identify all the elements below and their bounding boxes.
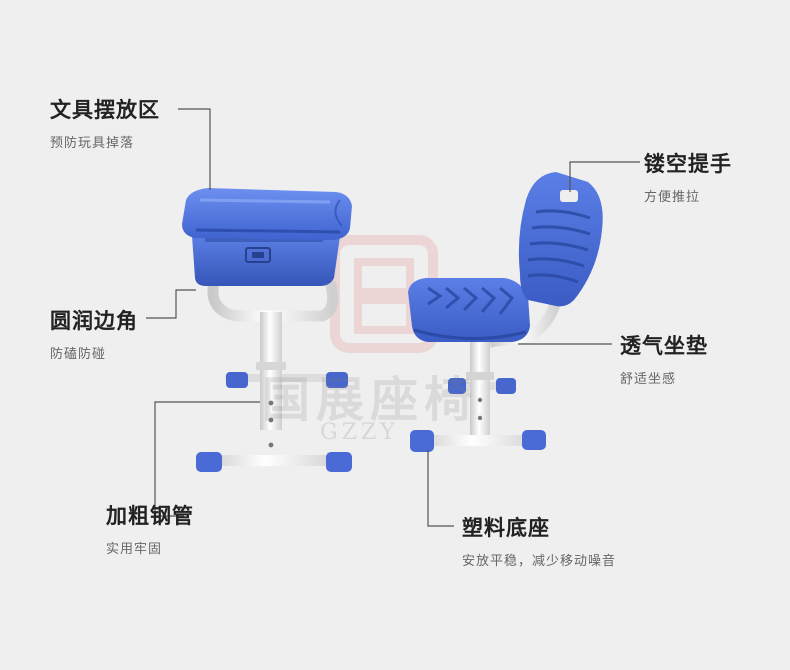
callout-handle-title: 镂空提手 (644, 152, 732, 176)
hollow-handle (560, 190, 578, 202)
callout-seat: 透气坐垫 舒适坐感 (620, 330, 708, 387)
callout-tray-title: 文具摆放区 (50, 98, 160, 122)
callout-seat-subtitle: 舒适坐感 (620, 372, 677, 387)
callout-handle-subtitle: 方便推拉 (644, 190, 701, 205)
callout-corner: 圆润边角 防磕防碰 (50, 305, 138, 362)
callout-pipe-title: 加粗钢管 (106, 504, 194, 528)
watermark-brand: 国展座椅 (262, 372, 479, 428)
callout-corner-title: 圆润边角 (50, 309, 138, 333)
callout-pipe-subtitle: 实用牢固 (106, 542, 163, 557)
callout-leaders (146, 108, 640, 527)
callout-seat-title: 透气坐垫 (620, 334, 708, 358)
callout-corner-subtitle: 防磕防碰 (50, 347, 107, 362)
callout-pipe: 加粗钢管 实用牢固 (106, 500, 194, 557)
callout-base: 塑料底座 安放平稳，减少移动噪音 (462, 512, 616, 569)
chair (408, 172, 603, 452)
callout-handle: 镂空提手 方便推拉 (644, 148, 732, 205)
watermark-code: GZZY (320, 420, 399, 445)
callout-base-subtitle: 安放平稳，减少移动噪音 (462, 554, 617, 569)
callout-tray-subtitle: 预防玩具掉落 (50, 136, 135, 151)
callout-base-title: 塑料底座 (462, 516, 550, 540)
callout-tray: 文具摆放区 预防玩具掉落 (50, 94, 160, 151)
desk (182, 188, 352, 472)
